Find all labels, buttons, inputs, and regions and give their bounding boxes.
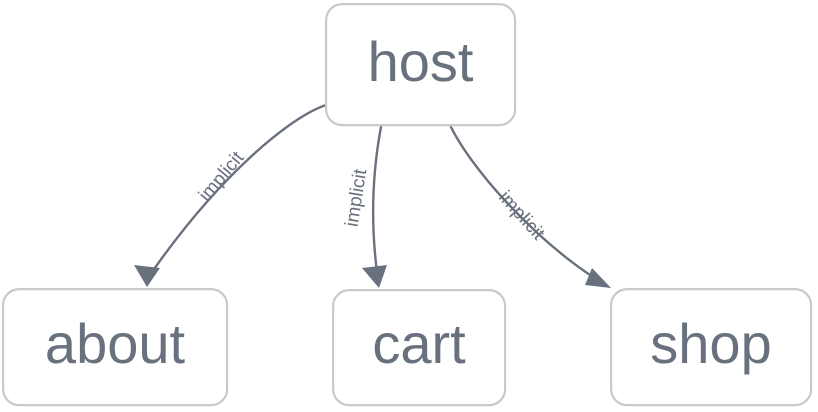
node-shop-label: shop bbox=[650, 312, 771, 375]
node-host-box bbox=[325, 2, 517, 127]
node-shop-box bbox=[609, 288, 813, 407]
edge-host-shop-label: implicit bbox=[494, 187, 549, 245]
node-host-label: host bbox=[368, 30, 474, 93]
node-about[interactable]: about bbox=[1, 288, 229, 407]
node-group: host about cart shop bbox=[1, 2, 813, 407]
edge-host-shop[interactable]: implicit bbox=[449, 125, 611, 288]
edge-host-cart-path bbox=[372, 125, 383, 274]
node-host[interactable]: host bbox=[325, 2, 517, 127]
edge-host-about-label: implicit bbox=[195, 147, 249, 206]
node-cart-label: cart bbox=[372, 312, 466, 375]
edge-host-about-path bbox=[150, 103, 328, 274]
edge-host-cart[interactable]: implicit bbox=[342, 125, 387, 288]
edge-host-shop-path bbox=[449, 125, 598, 281]
node-cart-box bbox=[332, 289, 507, 407]
node-cart[interactable]: cart bbox=[332, 289, 507, 407]
edge-host-cart-label: implicit bbox=[342, 167, 372, 228]
edge-host-about[interactable]: implicit bbox=[134, 103, 328, 287]
node-about-label: about bbox=[45, 312, 186, 375]
edge-group: implicit implicit implicit bbox=[134, 103, 611, 288]
edge-host-about-arrowhead bbox=[134, 265, 160, 287]
edge-host-shop-arrowhead bbox=[585, 268, 611, 288]
node-about-box bbox=[1, 288, 229, 407]
edge-host-cart-arrowhead bbox=[362, 265, 387, 288]
node-shop[interactable]: shop bbox=[609, 288, 813, 407]
